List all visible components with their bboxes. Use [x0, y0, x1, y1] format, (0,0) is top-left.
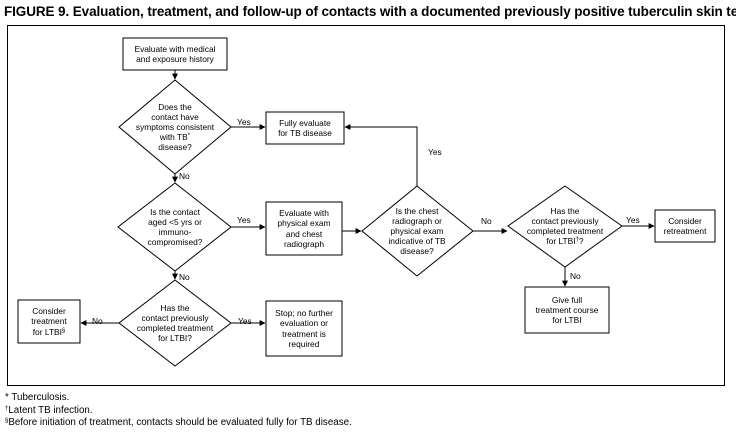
- figure-title: FIGURE 9. Evaluation, treatment, and fol…: [4, 4, 736, 19]
- edge-label-no-age: No: [179, 272, 190, 282]
- node-evaluate-history: Evaluate with medical and exposure histo…: [134, 43, 216, 64]
- box-consider-retreatment: [654, 209, 716, 243]
- question-symptoms-text: Does the contact have symptoms consisten…: [135, 101, 215, 143]
- question-prev-right-text: Has the contact previously completed tre…: [526, 205, 604, 247]
- box-stop: [265, 300, 343, 357]
- node-fully-evaluate: Fully evaluate for TB disease: [278, 117, 332, 138]
- node-stop: Stop; no further evaluation or treatment…: [275, 308, 333, 349]
- node-question-symptoms: Does the contact have symptoms consisten…: [125, 98, 225, 156]
- edge-label-yes-radiograph: Yes: [428, 147, 442, 157]
- edge-label-no-radiograph: No: [481, 216, 492, 226]
- box-consider-treatment: [17, 299, 81, 344]
- footnote-tb: * Tuberculosis.: [5, 392, 70, 403]
- node-evaluate-exam: Evaluate with physical exam and chest ra…: [277, 208, 331, 249]
- box-evaluate-exam: [265, 201, 343, 256]
- arrow-radiograph-yes: [344, 124, 418, 186]
- node-question-prev-right: Has the contact previously completed tre…: [513, 205, 617, 247]
- edge-label-yes-symptoms: Yes: [237, 117, 251, 127]
- box-fully-evaluate: [265, 111, 345, 145]
- edge-label-yes-prev-right: Yes: [626, 215, 640, 225]
- edge-label-yes-age: Yes: [237, 215, 251, 225]
- node-give-full: Give full treatment course for LTBI: [535, 294, 599, 326]
- edge-label-no-prev-bottom: No: [92, 316, 103, 326]
- diagram-frame: [7, 25, 725, 386]
- footnote-before-treatment: §Before initiation of treatment, contact…: [5, 417, 352, 429]
- consider-treatment-text: Consider treatment for LTBI§: [31, 306, 67, 337]
- node-consider-retreatment: Consider retreatment: [663, 215, 707, 236]
- diamond-prev-bottom: [118, 279, 232, 367]
- question-symptoms-tail: disease?: [158, 142, 192, 153]
- node-question-radiograph: Is the chest radiograph or physical exam…: [388, 205, 446, 257]
- box-give-full: [524, 286, 610, 334]
- footnote-ltbi: †Latent TB infection.: [5, 404, 93, 416]
- node-question-prev-bottom: Has the contact previously completed tre…: [136, 302, 214, 344]
- edge-label-yes-prev-bottom: Yes: [238, 316, 252, 326]
- node-question-age: Is the contact aged <5 yrs or immuno- co…: [147, 206, 203, 248]
- edge-label-no-symptoms: No: [179, 171, 190, 181]
- diamond-radiograph: [361, 185, 474, 277]
- edge-label-no-prev-right: No: [570, 271, 581, 281]
- node-consider-treatment: Consider treatment for LTBI§: [18, 300, 80, 343]
- footnotes: * Tuberculosis. †Latent TB infection. §B…: [5, 392, 352, 430]
